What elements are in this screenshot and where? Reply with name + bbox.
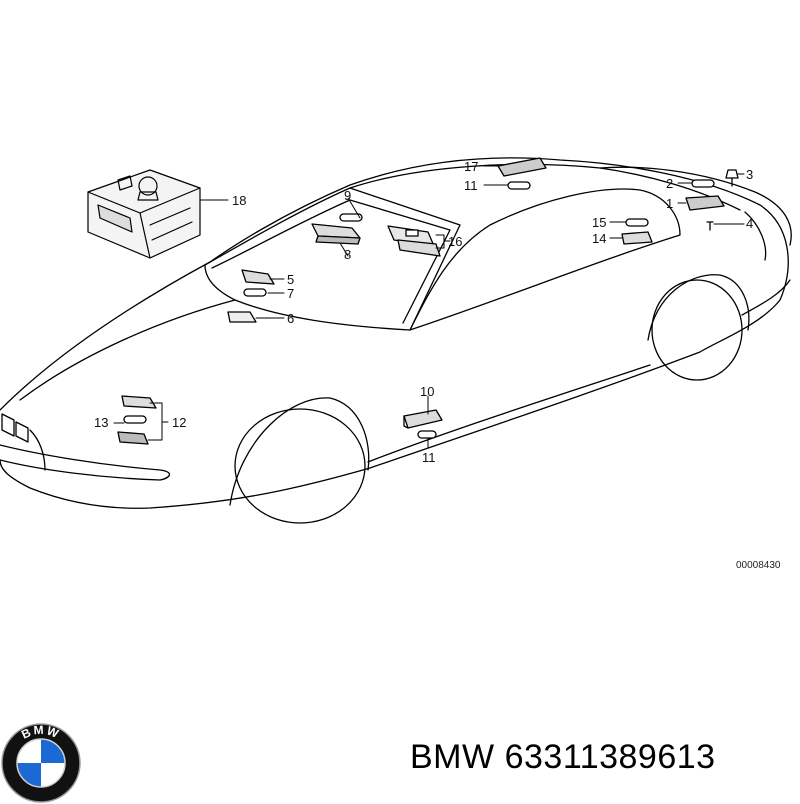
headlight-left [1,413,15,437]
windshield [204,187,461,331]
callout-2: 2 [666,176,673,191]
callout-12: 12 [172,415,186,430]
bmw-logo-text: BMW [19,723,62,742]
car-body-outline [0,157,789,509]
callout-17: 17 [464,159,478,174]
light-box-18 [87,169,201,259]
callout-16: 16 [448,234,462,249]
front-bumper [0,444,171,481]
lamp-group-16 [387,225,441,257]
part-number: 63311389613 [504,738,716,776]
bulb-11-top [507,181,531,190]
lamp-10 [403,409,443,429]
callout-6: 6 [287,311,294,326]
side-window [409,188,681,331]
rear-deck [599,166,792,246]
headlight-right [15,421,29,443]
callout-15: 15 [592,215,606,230]
lamp-1 [685,195,725,211]
bulb-11-side [417,430,437,439]
callout-5: 5 [287,272,294,287]
windshield-inner [211,199,451,324]
lamp-12-bottom [117,431,149,445]
sill-line [367,364,651,463]
grille-line [29,429,46,471]
lamp-17 [497,157,547,177]
screw-4 [706,221,714,231]
brand-name: BMW [410,738,495,776]
callout-7: 7 [287,286,294,301]
bulb-9 [339,213,363,222]
screw-3 [725,169,739,187]
callout-10: 10 [420,384,434,399]
callout-labels: 18 17 11 9 8 16 2 1 3 4 15 14 5 7 6 13 1… [94,159,781,571]
callout-8: 8 [344,247,351,262]
lamp-6 [227,311,257,323]
lamp-5 [241,269,275,285]
roof-line [349,163,741,211]
callout-11-top: 11 [464,178,478,193]
bulb-2 [691,179,715,188]
callout-14: 14 [592,231,606,246]
rear-wheel [651,279,743,381]
hood-line [19,299,236,401]
front-wheel [234,408,366,524]
lamp-14 [621,231,653,245]
callout-1: 1 [666,196,673,211]
callout-11-side: 11 [422,450,436,465]
callout-18: 18 [232,193,246,208]
drawing-number: 00008430 [736,560,781,571]
lamp-8 [311,223,361,245]
leader-lines [113,165,745,449]
callout-9: 9 [344,188,351,203]
bulb-15 [625,218,649,227]
trunk-edge [744,211,767,261]
bulb-7 [243,288,267,297]
bmw-logo: BMW [1,723,81,803]
front-wheel-arch [229,397,370,506]
lamp-12-top [121,395,157,409]
bulb-13 [123,415,147,424]
callout-4: 4 [746,216,753,231]
rear-corner-line [741,279,791,316]
rear-wheel-arch [647,274,750,341]
callout-13: 13 [94,415,108,430]
callout-3: 3 [746,167,753,182]
